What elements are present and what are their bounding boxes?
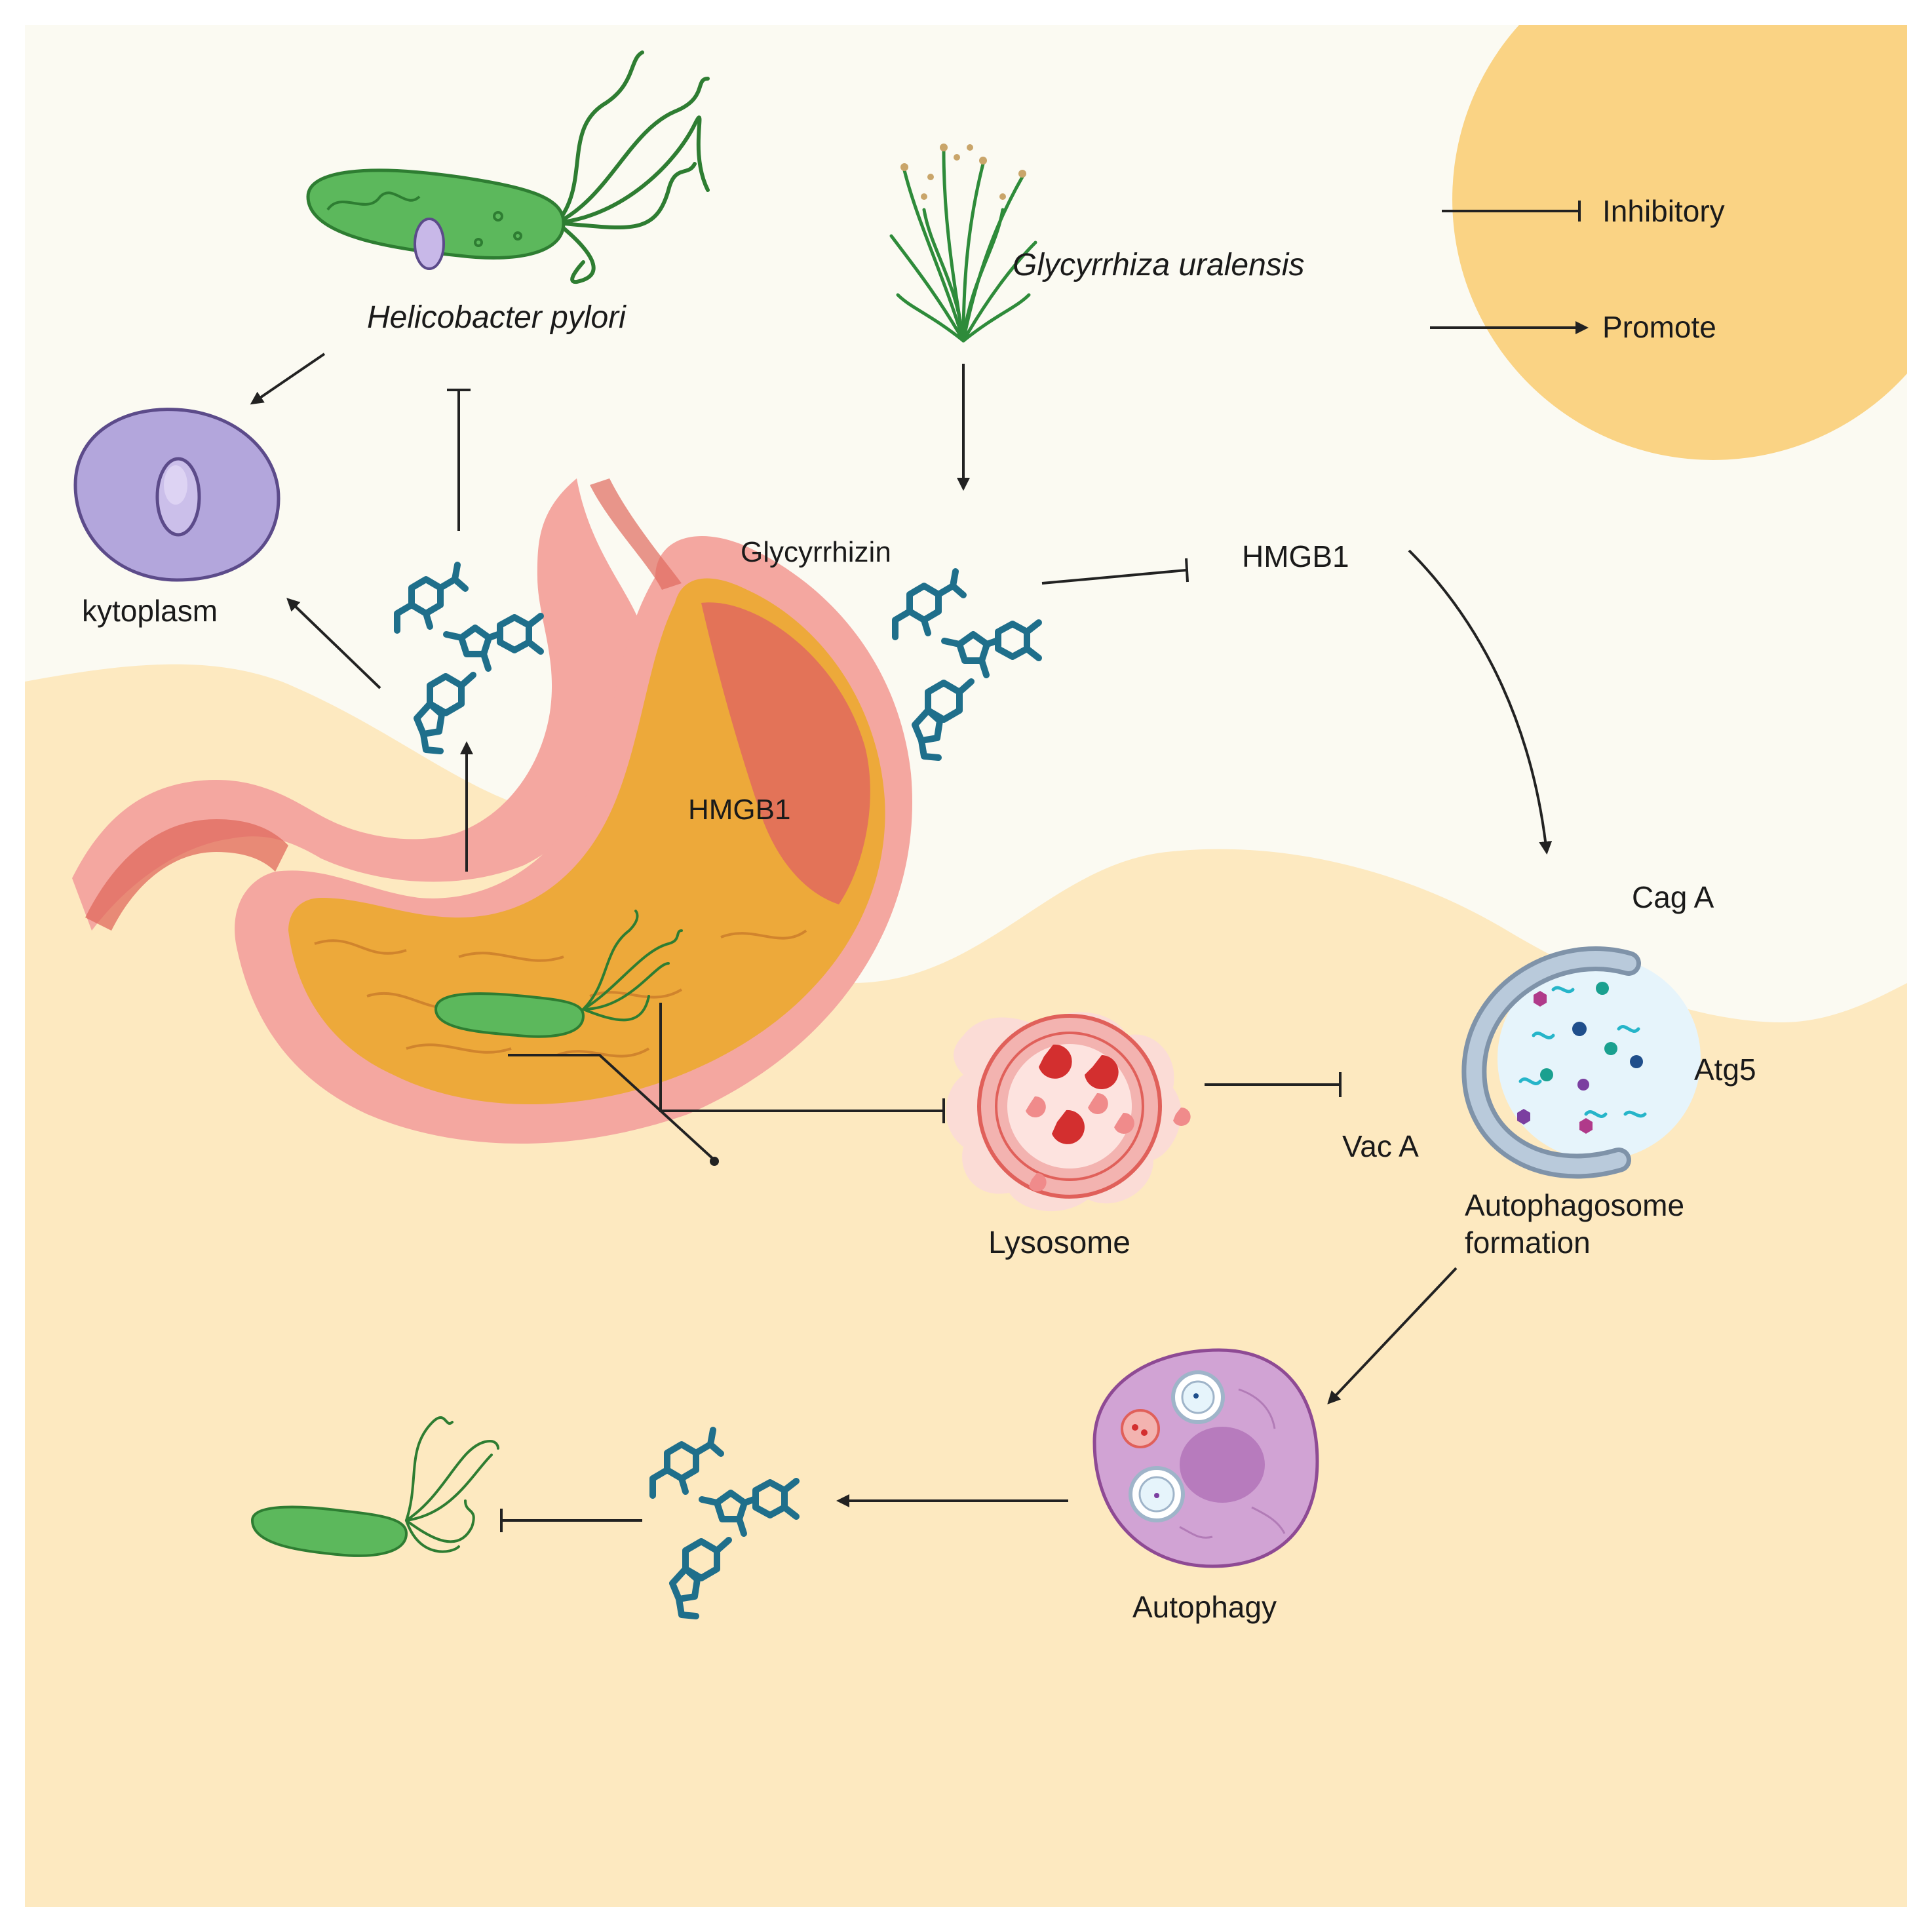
arrow-autophagosome-to-autophagy bbox=[1327, 1267, 1458, 1404]
epithelial-cell-icon bbox=[73, 408, 280, 582]
pointer-line-stomach bbox=[508, 1054, 716, 1161]
autophagy-label: Autophagy bbox=[1132, 1590, 1277, 1624]
inhibit-glycyrrhizin-to-hmgb1 bbox=[1041, 569, 1187, 585]
autophagosome-label-line1: Autophagosome bbox=[1465, 1188, 1684, 1222]
bottom-bacterium-icon bbox=[250, 1416, 499, 1557]
arrow-molecule-to-cell bbox=[286, 598, 381, 689]
lysosome-icon bbox=[946, 1012, 1191, 1212]
legend-inhibitory-label: Inhibitory bbox=[1602, 194, 1725, 228]
autophagy-cell-icon bbox=[1092, 1348, 1319, 1568]
hmgb1-label: HMGB1 bbox=[1242, 539, 1349, 573]
stomach-bacterium-icon bbox=[434, 910, 683, 1038]
arrow-hmgb1-to-autophagosome bbox=[1408, 549, 1553, 855]
atg5-label: Atg5 bbox=[1694, 1053, 1756, 1087]
glycyrrhizin-label: Glycyrrhizin bbox=[741, 536, 891, 568]
lysosome-label: Lysosome bbox=[988, 1226, 1130, 1260]
cag-a-label: Cag A bbox=[1632, 880, 1714, 914]
helicobacter-label: Helicobacter pylori bbox=[367, 300, 627, 335]
inhibit-bar-hmgb1 bbox=[1185, 558, 1189, 583]
autophagosome-icon bbox=[1461, 946, 1701, 1179]
pointer-dot bbox=[710, 1157, 719, 1166]
legend: Inhibitory Promote bbox=[1430, 194, 1725, 344]
arrow-bacterium-to-cell bbox=[250, 353, 326, 405]
glycyrrhiza-label: Glycyrrhiza uralensis bbox=[1013, 248, 1304, 282]
stomach-hmgb1-label: HMGB1 bbox=[688, 794, 790, 826]
helicobacter-bacterium-icon bbox=[306, 50, 710, 284]
stomach-icon bbox=[72, 478, 913, 1144]
glycyrrhiza-plant-icon bbox=[889, 144, 1037, 343]
kytoplasm-label: kytoplasm bbox=[82, 594, 218, 628]
pathway-connectors bbox=[250, 353, 1553, 1532]
legend-promote-label: Promote bbox=[1602, 310, 1716, 344]
vac-a-label: Vac A bbox=[1342, 1129, 1419, 1163]
legend-background-circle bbox=[1452, 25, 1907, 460]
autophagosome-label-line2: formation bbox=[1465, 1226, 1591, 1260]
